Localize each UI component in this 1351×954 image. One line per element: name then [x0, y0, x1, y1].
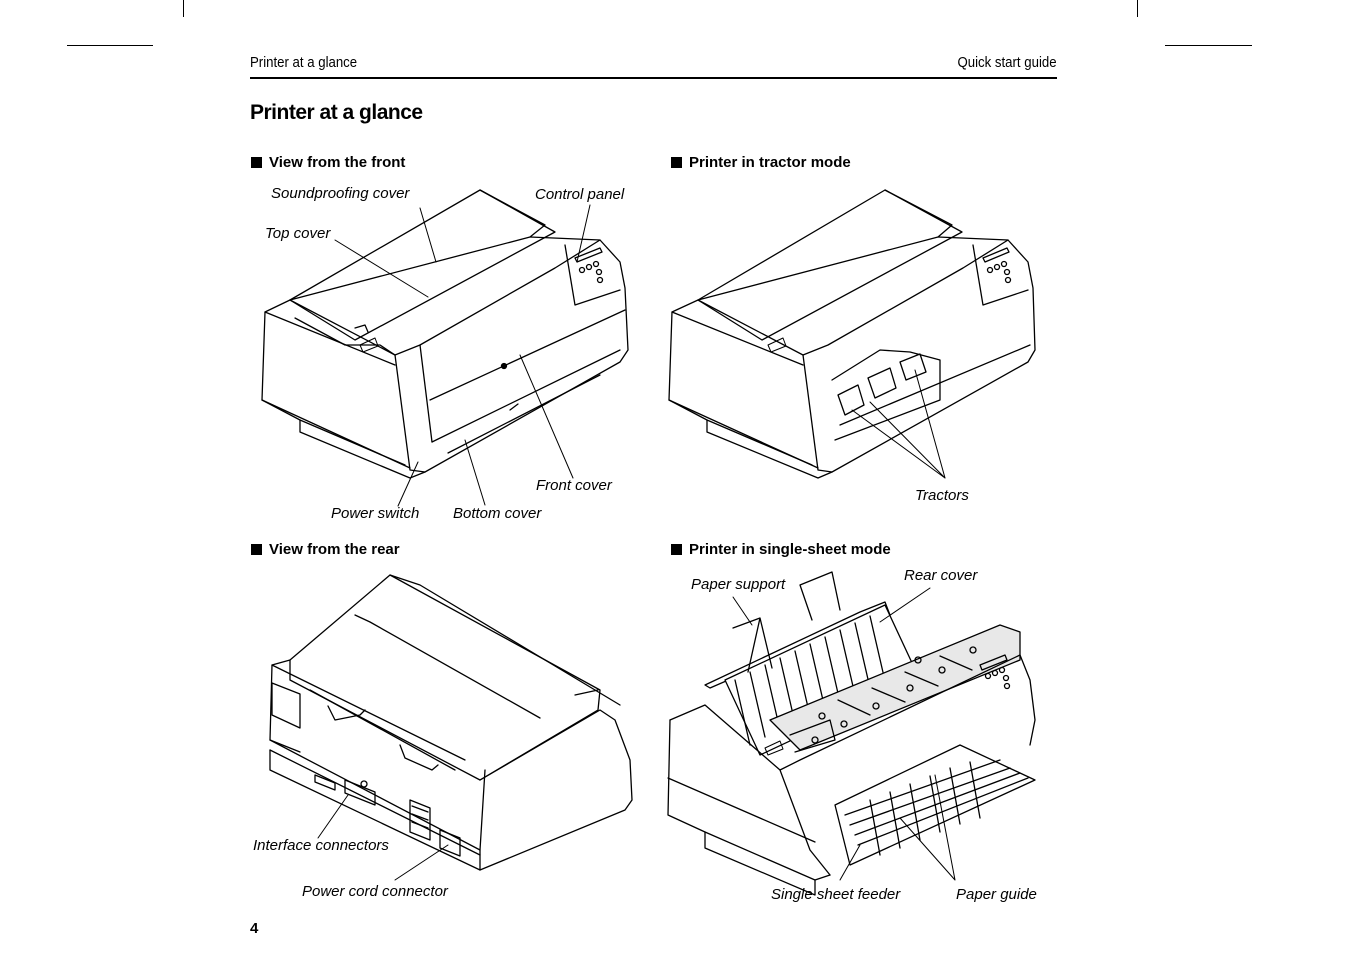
crop-mark — [1137, 0, 1138, 17]
printer-rear-view-illustration — [269, 574, 633, 881]
section-heading-rear: View from the rear — [251, 541, 400, 558]
crop-mark — [1165, 45, 1252, 46]
label-power-cord-connector: Power cord connector — [302, 883, 448, 900]
label-control-panel: Control panel — [535, 186, 625, 203]
page-title: Printer at a glance — [250, 101, 423, 124]
label-top-cover: Top cover — [265, 225, 331, 242]
bullet-square-icon — [251, 544, 262, 555]
section-heading-text: View from the front — [269, 154, 406, 171]
section-heading-text: Printer in tractor mode — [689, 154, 851, 171]
printer-tractor-mode-illustration — [668, 189, 1036, 479]
label-single-sheet-feeder: Single sheet feeder — [771, 886, 901, 903]
label-soundproofing-cover: Soundproofing cover — [271, 185, 410, 202]
crop-mark — [67, 45, 153, 46]
section-heading-text: Printer in single-sheet mode — [689, 541, 891, 558]
label-front-cover: Front cover — [536, 477, 612, 494]
printer-single-sheet-mode-illustration — [667, 571, 1036, 896]
label-bottom-cover: Bottom cover — [453, 505, 542, 522]
bullet-square-icon — [671, 544, 682, 555]
label-rear-cover: Rear cover — [904, 567, 978, 584]
crop-mark — [183, 0, 184, 17]
section-heading-front: View from the front — [251, 154, 405, 171]
label-paper-support: Paper support — [691, 576, 786, 593]
label-tractors: Tractors — [915, 487, 969, 504]
page-number: 4 — [250, 920, 259, 937]
running-header-left: Printer at a glance — [250, 54, 358, 71]
label-interface-connectors: Interface connectors — [253, 837, 389, 854]
header-rule — [250, 77, 1057, 79]
label-power-switch: Power switch — [331, 505, 420, 522]
running-header-right: Quick start guide — [957, 54, 1057, 71]
label-paper-guide: Paper guide — [956, 886, 1037, 903]
section-heading-single-sheet: Printer in single-sheet mode — [671, 541, 891, 558]
section-heading-tractor: Printer in tractor mode — [671, 154, 851, 171]
section-heading-text: View from the rear — [269, 541, 400, 558]
bullet-square-icon — [671, 157, 682, 168]
printer-front-view-illustration — [261, 189, 629, 507]
bullet-square-icon — [251, 157, 262, 168]
